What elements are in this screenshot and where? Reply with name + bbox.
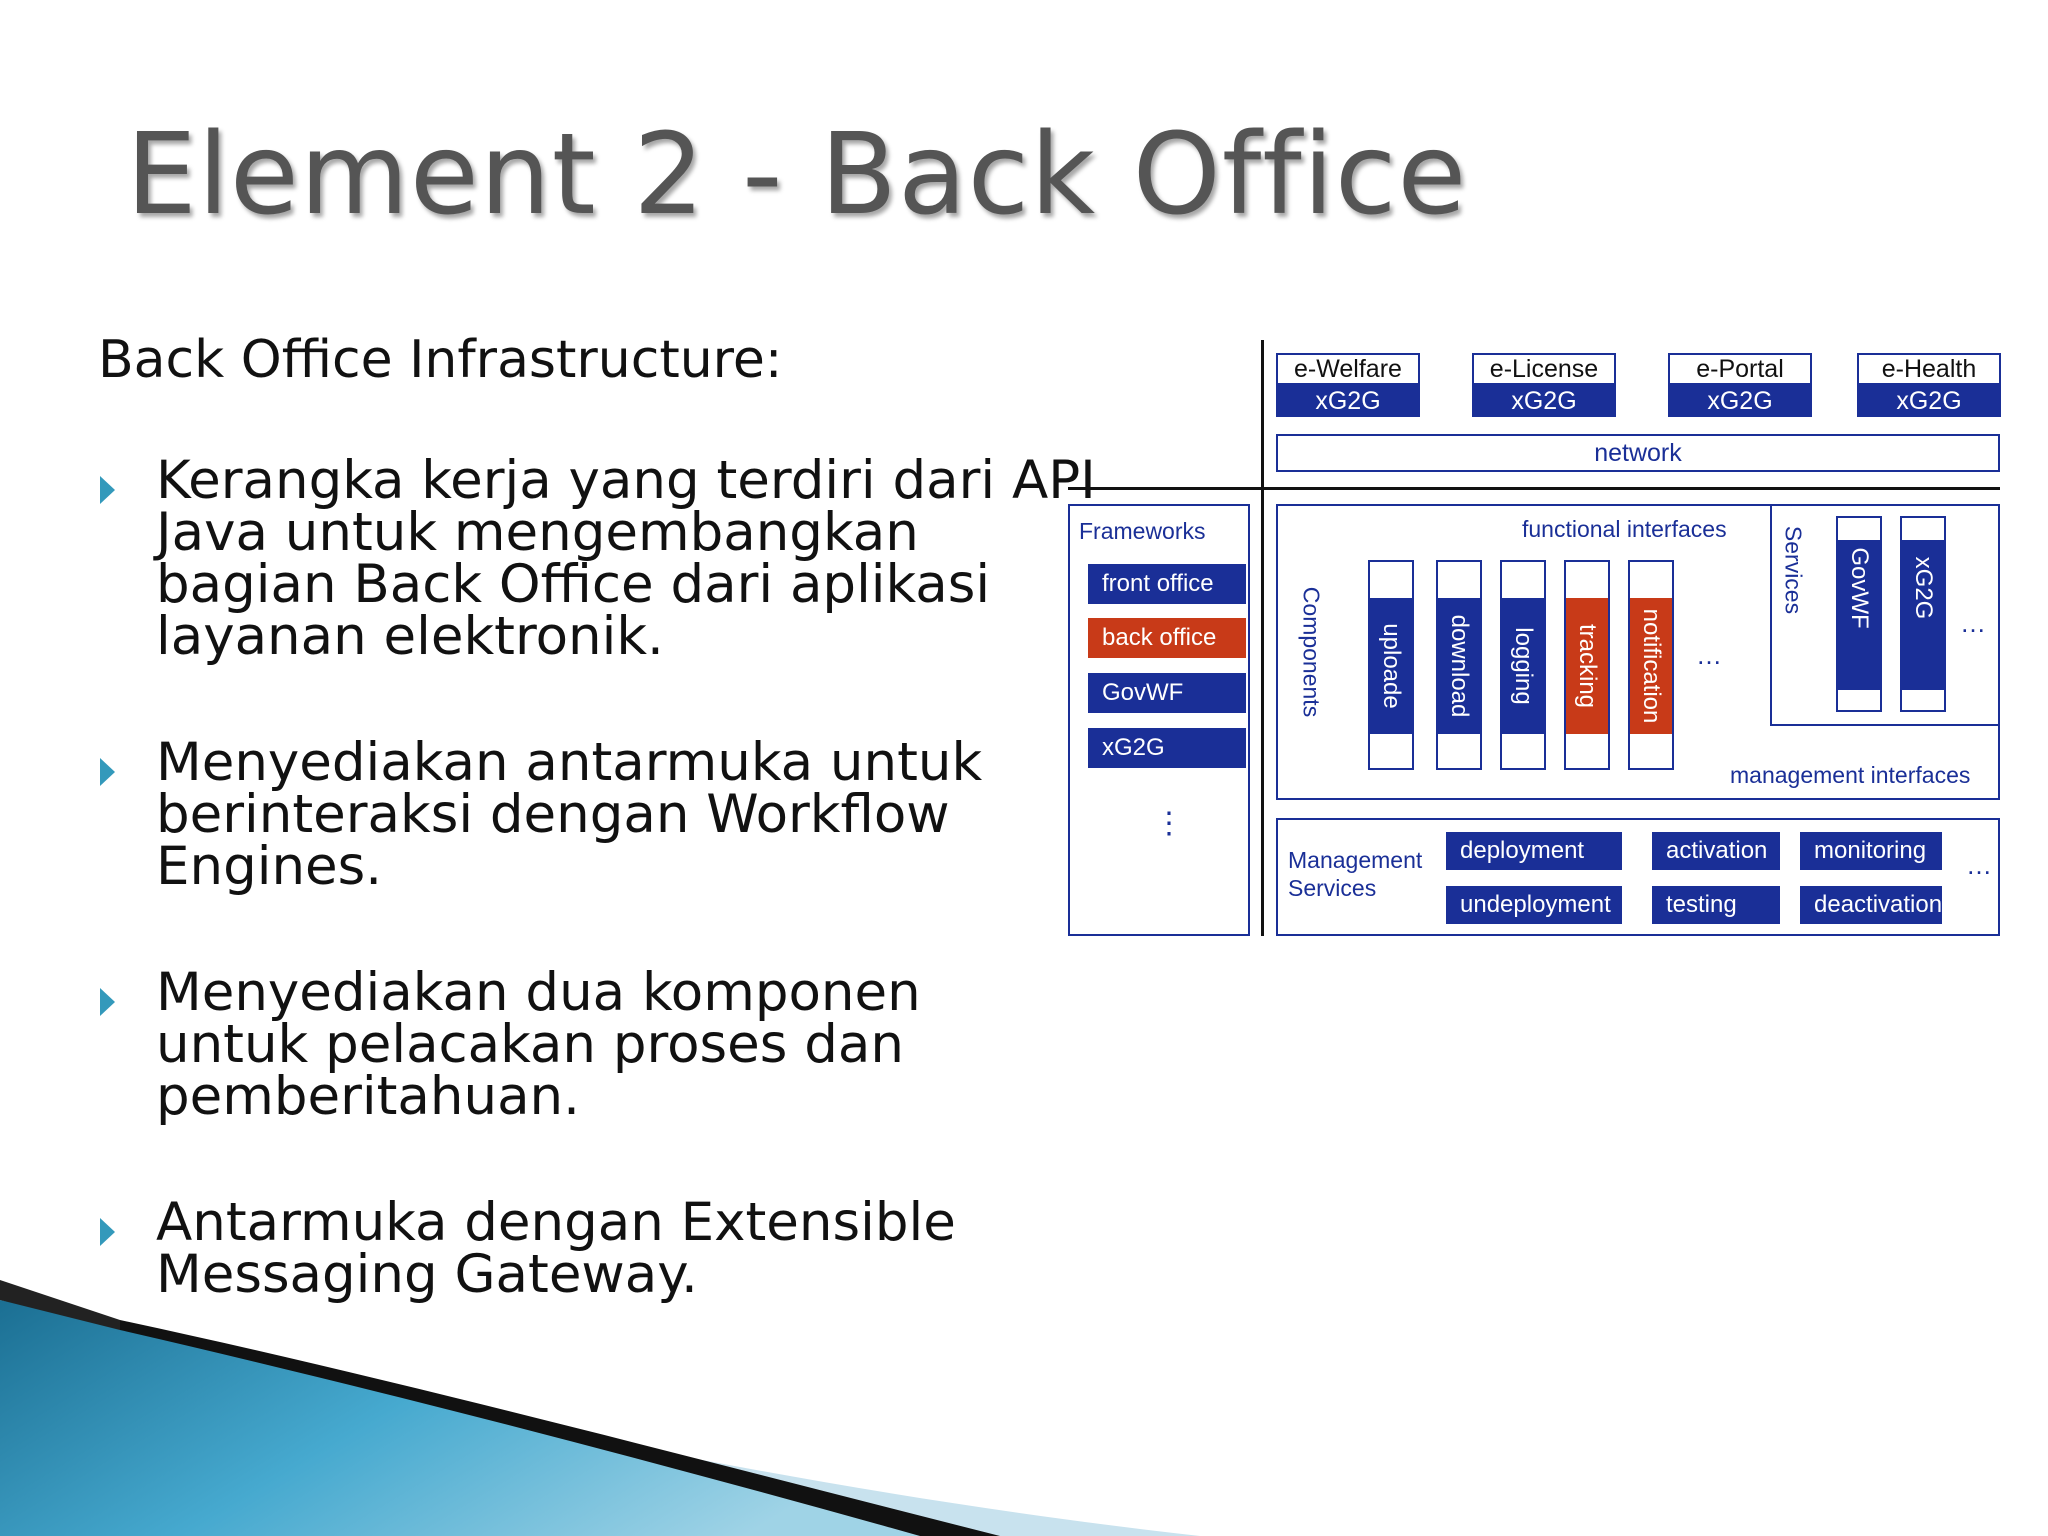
management-services-label: Management Services xyxy=(1288,846,1422,902)
service-column: GovWF xyxy=(1836,516,1882,712)
app-xg2g: xG2G xyxy=(1857,385,2001,417)
bullet-text: Antarmuka dengan Extensible Messaging Ga… xyxy=(156,1192,956,1305)
component-fill: notification xyxy=(1630,598,1672,734)
services-label: Services xyxy=(1778,520,1808,620)
decorative-wave xyxy=(0,1280,1200,1536)
management-label-line: Services xyxy=(1288,875,1377,901)
management-action: undeployment xyxy=(1446,886,1622,924)
component-column: tracking xyxy=(1564,560,1610,770)
component-fill: download xyxy=(1438,598,1480,734)
component-fill: tracking xyxy=(1566,598,1608,734)
frameworks-more: ⋮ xyxy=(1154,807,1184,840)
component-column: logging xyxy=(1500,560,1546,770)
service-fill: xG2G xyxy=(1902,540,1944,690)
bullet-triangle-icon xyxy=(100,758,115,786)
component-label: notification xyxy=(1638,608,1665,724)
services-label-text: Services xyxy=(1780,525,1807,615)
component-column: uploade xyxy=(1368,560,1414,770)
service-column: xG2G xyxy=(1900,516,1946,712)
component-label: download xyxy=(1446,614,1473,718)
intro-text: Back Office Infrastructure: xyxy=(98,330,783,390)
bullet-triangle-icon xyxy=(100,988,115,1016)
horizontal-divider xyxy=(1068,487,2000,490)
components-more: … xyxy=(1696,640,1722,670)
app-xg2g: xG2G xyxy=(1276,385,1420,417)
component-label: tracking xyxy=(1574,623,1601,709)
framework-item: xG2G xyxy=(1088,728,1246,768)
component-fill: logging xyxy=(1502,598,1544,734)
app-name: e-Health xyxy=(1857,353,2001,385)
component-label: uploade xyxy=(1378,623,1405,709)
management-interfaces-label: management interfaces xyxy=(1730,762,1971,788)
management-action: testing xyxy=(1652,886,1780,924)
app-xg2g: xG2G xyxy=(1668,385,1812,417)
bullet-triangle-icon xyxy=(100,1218,115,1246)
management-services-panel: Management Services deployment activatio… xyxy=(1276,818,2000,936)
components-label-text: Components xyxy=(1298,586,1325,718)
service-label: GovWF xyxy=(1846,547,1873,629)
service-label: xG2G xyxy=(1910,556,1937,620)
framework-item: back office xyxy=(1088,618,1246,658)
bullet-text: Menyediakan dua komponen untuk pelacakan… xyxy=(156,962,921,1127)
app-name: e-License xyxy=(1472,353,1616,385)
bullet-text: Menyediakan antarmuka untuk berinteraksi… xyxy=(156,732,983,897)
components-label: Components xyxy=(1296,582,1326,722)
app-xg2g: xG2G xyxy=(1472,385,1616,417)
management-action: monitoring xyxy=(1800,832,1942,870)
management-more: … xyxy=(1966,850,1992,880)
frameworks-panel: Frameworks front office back office GovW… xyxy=(1068,504,1250,936)
framework-item: GovWF xyxy=(1088,673,1246,713)
slide-title: Element 2 - Back Office xyxy=(126,110,1468,240)
management-action: deactivation xyxy=(1800,886,1942,924)
component-fill: uploade xyxy=(1370,598,1412,734)
app-name: e-Portal xyxy=(1668,353,1812,385)
functional-interfaces-label: functional interfaces xyxy=(1522,516,1727,542)
management-label-line: Management xyxy=(1288,847,1423,873)
frameworks-label: Frameworks xyxy=(1079,518,1206,544)
bullet-triangle-icon xyxy=(100,476,115,504)
component-label: logging xyxy=(1510,627,1537,705)
management-action: deployment xyxy=(1446,832,1622,870)
services-panel: Services xyxy=(1770,504,2000,726)
component-column: notification xyxy=(1628,560,1674,770)
management-action: activation xyxy=(1652,832,1780,870)
vertical-divider xyxy=(1261,340,1264,936)
service-fill: GovWF xyxy=(1838,540,1880,690)
bullet-text: Kerangka kerja yang terdiri dari API Jav… xyxy=(156,450,1096,667)
app-name: e-Welfare xyxy=(1276,353,1420,385)
services-more: … xyxy=(1960,608,1986,638)
framework-item: front office xyxy=(1088,564,1246,604)
network-bar: network xyxy=(1276,434,2000,472)
component-column: download xyxy=(1436,560,1482,770)
architecture-diagram: e-Welfare xG2G e-License xG2G e-Portal x… xyxy=(1060,340,2020,940)
